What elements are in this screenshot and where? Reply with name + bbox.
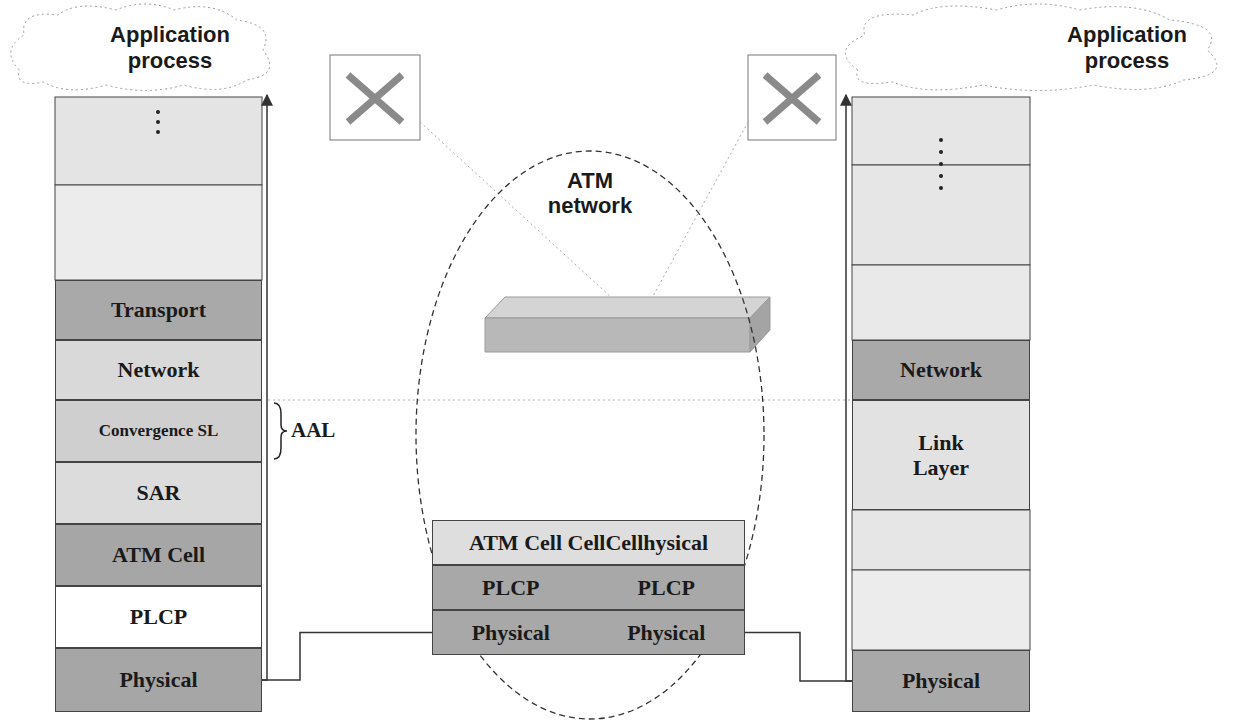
layer-label: Transport: [111, 297, 206, 322]
region-label: Application process: [1042, 22, 1212, 73]
stack-cell: [852, 165, 1030, 265]
layer-label: ATM Cell: [112, 542, 205, 567]
brace: [274, 403, 287, 459]
cloud-outline: [830, 0, 1246, 95]
layer-box: Physical: [852, 650, 1030, 712]
ellipsis-dot: [939, 174, 943, 178]
cloud: Application process: [0, 0, 290, 95]
layer-label: Physical: [472, 620, 550, 645]
ellipsis-dot: [939, 162, 943, 166]
leader-line: [652, 122, 748, 298]
layer-label: Network: [900, 357, 982, 382]
stack-cell: [852, 510, 1030, 570]
switch-side: [750, 297, 770, 352]
layer-box: Network: [55, 340, 262, 400]
data-path: [262, 633, 432, 681]
switch-layer: PLCP PLCP: [432, 565, 745, 610]
switch-box: [748, 55, 836, 140]
layer-box: Transport: [55, 280, 262, 340]
layer-label: PLCP: [638, 575, 695, 600]
ellipse-outline-path: [416, 151, 764, 719]
stack-cell: [852, 97, 1030, 165]
data-path: [745, 633, 852, 682]
stack-cell: [55, 97, 262, 185]
cross-mark: [765, 75, 819, 122]
layer-label: Network: [118, 357, 200, 382]
cross-mark: [348, 75, 402, 122]
cross-mark: [348, 75, 402, 122]
group-label: AAL: [291, 418, 335, 443]
cloud-outline-path: [845, 4, 1216, 91]
layer-box: PLCP: [55, 586, 262, 648]
ellipsis-dot: [156, 130, 160, 134]
layer-box: Physical: [55, 648, 262, 712]
region-label: Application process: [85, 22, 255, 73]
layer-box: Network: [852, 340, 1030, 400]
layer-label: Link Layer: [901, 430, 981, 481]
switch-layer: Physical Physical: [432, 610, 745, 655]
layer-label: Physical: [119, 667, 197, 692]
cross-mark: [765, 75, 819, 122]
layer-label: PLCP: [130, 604, 187, 629]
layer-label: SAR: [136, 480, 180, 505]
layer-label: PLCP: [482, 575, 539, 600]
region-label: ATM network: [535, 168, 645, 219]
ellipsis-dot: [939, 150, 943, 154]
ellipsis-dot: [156, 120, 160, 124]
ellipsis-dot: [156, 110, 160, 114]
stack-cell: [852, 570, 1030, 650]
network-ellipse: ATM networkATM Cell CellCellhysicalPLCPP…: [415, 150, 765, 720]
stack-cell: [55, 185, 262, 280]
cloud-outline-path: [11, 4, 270, 91]
layer-label: Physical: [627, 620, 705, 645]
ellipsis-dot: [939, 138, 943, 142]
layer-label: Physical: [902, 668, 980, 693]
switch-top: [485, 297, 770, 318]
stack-cell: [852, 265, 1030, 340]
layer-box: Convergence SL: [55, 400, 262, 462]
boundary-line: [268, 400, 852, 401]
layer-label: Convergence SL: [99, 421, 218, 441]
layer-box: ATM Cell: [55, 524, 262, 586]
data-path: [262, 95, 267, 680]
switch-box: [330, 55, 420, 140]
layer-label: ATM Cell CellCellhysical: [469, 530, 708, 555]
cloud: Application process: [830, 0, 1246, 95]
layer-box: Link Layer: [852, 400, 1030, 510]
switch-layer: ATM Cell CellCellhysical: [432, 520, 745, 565]
ellipsis-dot: [939, 186, 943, 190]
layer-box: SAR: [55, 462, 262, 524]
switch-front: [485, 318, 750, 352]
